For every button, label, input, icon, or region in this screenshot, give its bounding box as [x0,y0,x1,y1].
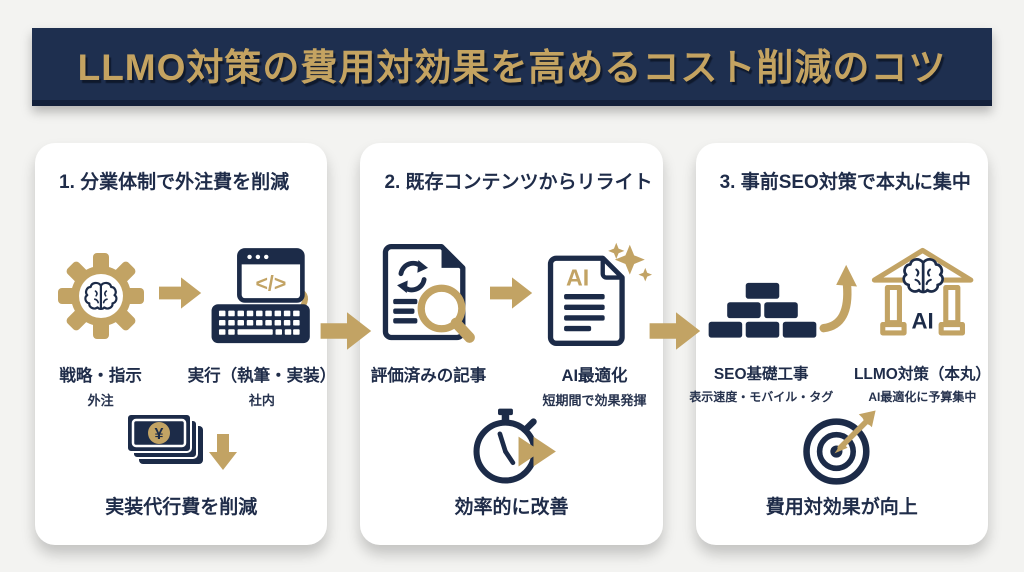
card-division-of-labor: 1. 分業体制で外注費を削減 [35,143,337,545]
right-arrow-icon [487,234,537,348]
flow-sublabel: 社内 [248,393,275,408]
flow-sublabel: 表示速度・モバイル・タグ [689,390,834,404]
svg-text:AI: AI [911,308,933,333]
card-1-flow: </> 戦略・指示 外注 実行（執筆・実装） 社内 [45,234,337,409]
flow-sublabel: 短期間で効果発揮 [542,393,647,408]
flow-label: LLMO対策（本丸） [853,366,991,383]
ai-temple-brain-icon: AI [867,234,978,348]
card-2-flow: AI 評価済みの記事 AI最適化 短期間で効果発揮 [370,234,652,409]
execution-label-group: 実行（執筆・実装） 社内 [188,362,337,409]
ai-optimization-label-group: AI最適化 短期間で効果発揮 [537,362,653,409]
result-label: 効率的に改善 [454,497,569,518]
bricks-icon [706,234,817,348]
card-1-heading: 1. 分業体制で外注費を削減 [59,172,290,193]
ai-document-sparkle-icon: AI [537,234,653,348]
code-keyboard-icon: </> [206,234,317,348]
curved-up-arrow-icon [817,234,867,348]
page-title: LLMO対策の費用対効果を高めるコスト削減のコツ [77,47,947,88]
svg-text:AI: AI [566,264,589,290]
card-2-result: 効率的に改善 [360,402,662,519]
flow-label: SEO基礎工事 [713,366,809,383]
flow-sublabel: AI最適化に予算集中 [868,390,977,404]
document-refresh-search-icon [370,234,486,348]
evaluated-article-label-group: 評価済みの記事 [370,362,487,409]
llmo-main-label-group: LLMO対策（本丸） AI最適化に予算集中 [854,362,991,405]
svg-text:</>: </> [256,271,287,295]
strategy-label-group: 戦略・指示 外注 [45,362,156,409]
target-dart-icon [792,402,892,488]
svg-text:¥: ¥ [155,426,164,443]
card-1-result: ¥ 実装代行費を削減 [35,402,327,519]
flow-label: 評価済みの記事 [370,367,487,385]
result-label: 費用対効果が向上 [765,497,918,518]
header-banner: LLMO対策の費用対効果を高めるコスト削減のコツ [32,28,992,106]
card-rewrite-existing-content: 2. 既存コンテンツからリライト [360,143,663,545]
card-3-result: 費用対効果が向上 [696,402,988,519]
flow-label: AI最適化 [561,367,628,385]
flow-label: 戦略・指示 [59,367,142,385]
card-seo-first-focus: 3. 事前SEO対策で本丸に集中 [689,143,991,545]
money-decrease-icon: ¥ [119,402,243,488]
result-label: 実装代行費を削減 [105,497,258,518]
flow-arrow-card2-card3 [649,309,703,353]
flow-arrow-card1-card2 [320,309,374,353]
stopwatch-fast-icon [457,402,567,488]
gear-brain-icon [45,234,156,348]
right-arrow-icon [156,234,206,348]
seo-foundation-label-group: SEO基礎工事 表示速度・モバイル・タグ [689,362,833,405]
flow-sublabel: 外注 [87,393,114,408]
flow-label: 実行（執筆・実装） [187,367,337,385]
card-3-heading: 3. 事前SEO対策で本丸に集中 [719,172,971,193]
cards-container: 1. 分業体制で外注費を削減 [35,143,991,545]
card-2-heading: 2. 既存コンテンツからリライト [384,172,653,193]
card-3-flow: AI SEO基礎工事 表示速度・モバイル・タグ LLMO対策（本丸） AI最適化… [689,234,991,405]
